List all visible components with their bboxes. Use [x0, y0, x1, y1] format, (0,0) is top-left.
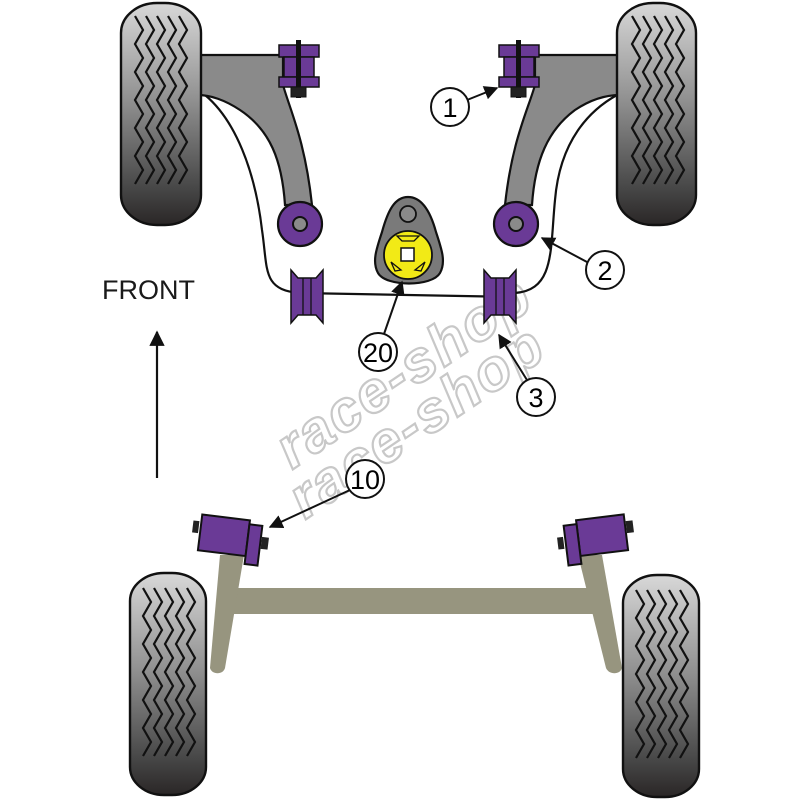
anti-roll-bar-left-bush [290, 268, 324, 325]
callout-label-3: 3 [528, 383, 543, 413]
front-direction-indicator: FRONT [102, 275, 195, 478]
callout-label-1: 1 [442, 93, 457, 123]
anti-roll-bar-right-bush [483, 268, 517, 325]
front-left-control-arm [196, 53, 314, 207]
anti-roll-bar-left-link [204, 94, 301, 295]
callout-2: 2 [540, 237, 625, 290]
front-left-rear-bush [276, 200, 324, 248]
rear-right-tire [621, 573, 701, 799]
rear-right-mount-bush [557, 513, 634, 567]
front-right-tire [615, 1, 698, 227]
front-left-front-bush [278, 40, 320, 98]
anti-roll-bar-right-link [514, 94, 618, 295]
front-right-rear-bush [492, 200, 540, 248]
callout-3: 3 [498, 333, 556, 417]
rear-beam [226, 588, 594, 614]
front-right-control-arm [503, 53, 622, 207]
front-label: FRONT [102, 275, 195, 305]
rear-left-mount-bush [192, 513, 269, 567]
rear-left-tire [128, 571, 208, 797]
callout-20: 20 [358, 280, 405, 372]
front-right-front-bush [498, 40, 540, 98]
callout-label-2: 2 [597, 256, 612, 286]
callout-label-10: 10 [350, 465, 380, 495]
callout-10: 10 [268, 459, 385, 529]
rear-right-trailing-arm [578, 555, 622, 674]
callout-label-20: 20 [363, 338, 393, 368]
rear-left-trailing-arm [210, 555, 244, 674]
front-left-tire [119, 1, 203, 227]
callout-1: 1 [430, 86, 499, 127]
anti-roll-bar [299, 291, 516, 299]
engine-mount [373, 195, 445, 285]
